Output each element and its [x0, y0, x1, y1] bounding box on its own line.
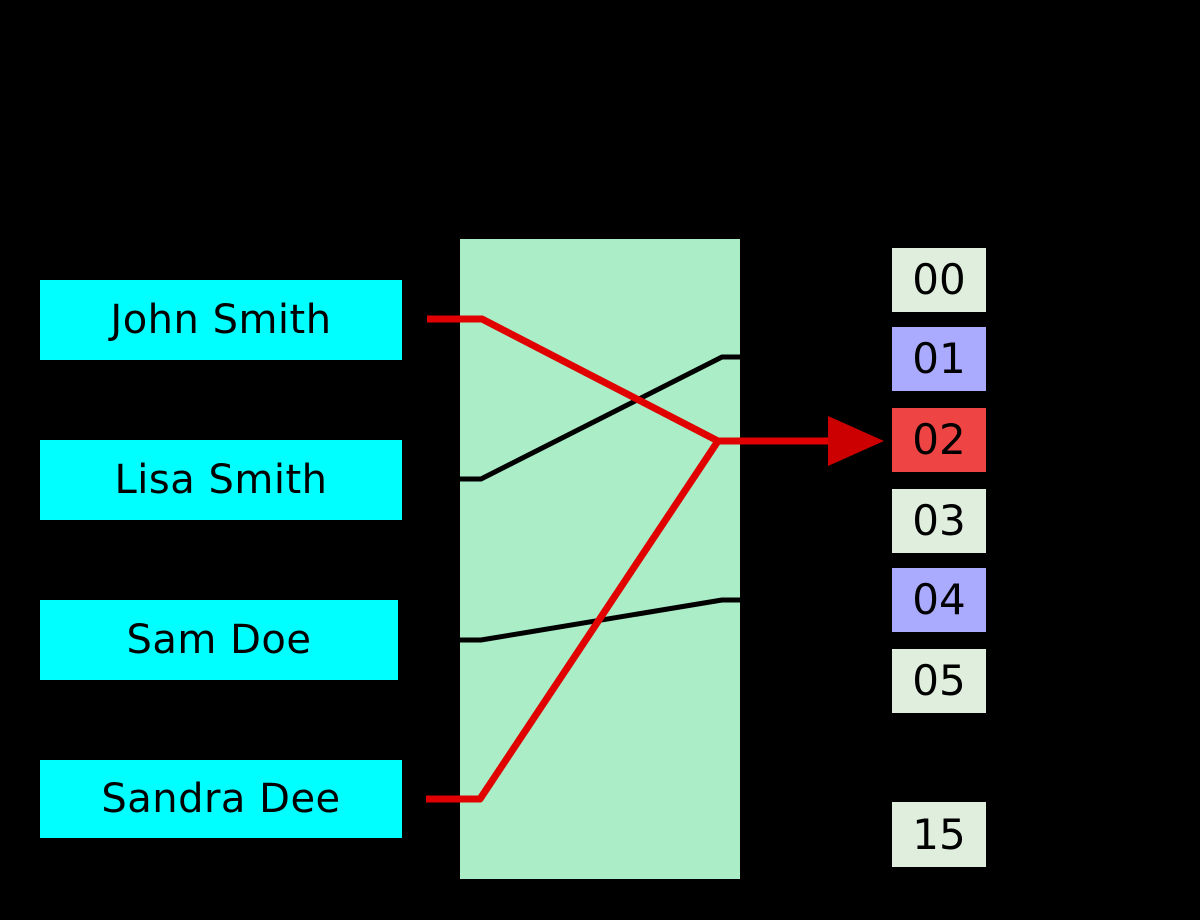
bucket-index-label: 00: [912, 255, 966, 304]
bucket-index-label: 02: [912, 415, 966, 464]
bucket-cell-15[interactable]: 15: [892, 802, 986, 867]
key-label: Lisa Smith: [114, 457, 328, 503]
key-box[interactable]: Sam Doe: [40, 600, 398, 680]
bucket-cell-02[interactable]: 02: [892, 408, 986, 472]
red-arrow-icon: [828, 416, 884, 466]
bucket-cell-04[interactable]: 04: [892, 568, 986, 632]
bucket-cell-00[interactable]: 00: [892, 248, 986, 312]
key-label: Sam Doe: [126, 617, 312, 663]
key-box[interactable]: Sandra Dee: [40, 760, 402, 838]
collision-link-line-0: [427, 315, 720, 445]
bucket-index-label: 01: [912, 334, 966, 383]
key-box[interactable]: Lisa Smith: [40, 440, 402, 520]
hash-link-line-0: [460, 354, 740, 482]
bucket-index-label: 05: [912, 656, 966, 705]
bucket-cell-03[interactable]: 03: [892, 489, 986, 553]
bucket-cell-05[interactable]: 05: [892, 649, 986, 713]
collision-link-line-1: [426, 439, 721, 803]
key-box[interactable]: John Smith: [40, 280, 402, 360]
key-label: John Smith: [110, 297, 332, 343]
bucket-index-label: 03: [912, 496, 966, 545]
arrow-head-icon: [828, 416, 884, 466]
key-label: Sandra Dee: [101, 776, 341, 822]
bucket-cell-01[interactable]: 01: [892, 327, 986, 391]
bucket-index-label: 04: [912, 575, 966, 624]
black-connector-lines: [460, 354, 740, 643]
hash-function-region: [460, 239, 740, 879]
bucket-index-label: 15: [912, 809, 966, 859]
red-collision-lines: [426, 315, 862, 803]
